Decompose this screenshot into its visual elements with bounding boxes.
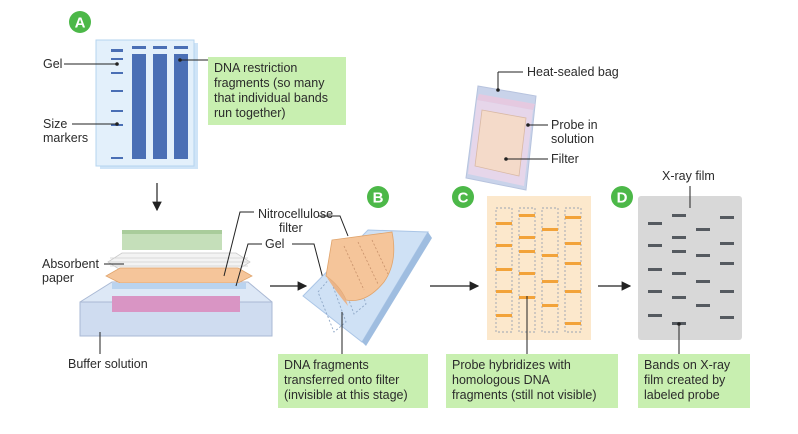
gel-label-transfer: Gel bbox=[265, 237, 284, 251]
gel-label: Gel bbox=[43, 57, 62, 71]
dna-restriction-note: DNA restriction fragments (so many that … bbox=[208, 57, 346, 125]
svg-text:A: A bbox=[75, 15, 86, 32]
size-markers-label-1: Size bbox=[43, 117, 67, 131]
svg-text:B: B bbox=[373, 190, 384, 207]
transfer-apparatus bbox=[79, 230, 273, 337]
heat-sealed-bag bbox=[465, 85, 537, 191]
nitrocellulose-label-1: Nitrocellulose bbox=[258, 207, 333, 221]
badge-a: A bbox=[69, 11, 91, 33]
filter-with-gel bbox=[302, 229, 432, 346]
size-markers-label-2: markers bbox=[43, 131, 88, 145]
restriction-fragment-lanes bbox=[132, 54, 188, 159]
transferred-note: DNA fragments transferred onto filter (i… bbox=[278, 354, 428, 408]
xray-film bbox=[638, 196, 742, 340]
hybridizes-note: Probe hybridizes with homologous DNA fra… bbox=[446, 354, 618, 408]
svg-text:C: C bbox=[458, 190, 469, 207]
buffer-solution-label: Buffer solution bbox=[68, 357, 148, 371]
probe-label-2: solution bbox=[551, 132, 594, 146]
bands-note: Bands on X-ray film created by labeled p… bbox=[638, 354, 750, 408]
hybridized-filter bbox=[487, 196, 591, 340]
probe-label-1: Probe in bbox=[551, 118, 598, 132]
badge-c: C bbox=[452, 186, 474, 208]
absorbent-paper-label-2: paper bbox=[42, 271, 74, 285]
badge-d: D bbox=[611, 186, 633, 208]
absorbent-paper-label-1: Absorbent bbox=[42, 257, 100, 271]
heat-sealed-bag-label: Heat-sealed bag bbox=[527, 65, 619, 79]
nitrocellulose-label-2: filter bbox=[279, 221, 303, 235]
svg-text:D: D bbox=[617, 190, 628, 207]
xray-film-label: X-ray film bbox=[662, 169, 715, 183]
filter-label: Filter bbox=[551, 152, 579, 166]
gel-plate bbox=[95, 39, 198, 169]
badge-b: B bbox=[367, 186, 389, 208]
